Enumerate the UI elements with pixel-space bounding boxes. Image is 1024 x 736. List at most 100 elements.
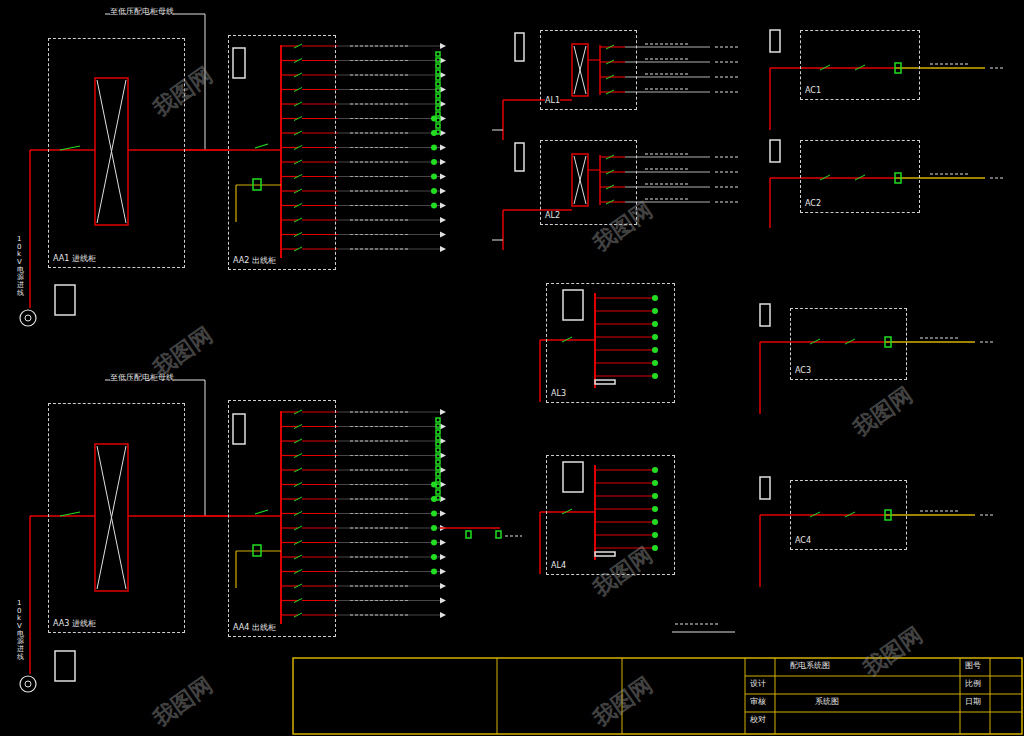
feeder-wire [302,176,338,177]
feeder-wire [281,60,298,61]
relay-symbol [253,545,261,556]
wire [29,516,31,674]
breaker-symbol [294,59,302,63]
text-mark [436,52,440,56]
feeder-wire [302,248,338,249]
drawing-label: 日期 [965,698,981,707]
feeder-wire [302,498,338,499]
drawing-label: 至低压配电柜母线 [110,8,174,17]
busbar [594,293,596,388]
feeder-wire [281,45,298,46]
feeder-wire [281,132,298,133]
feeder-wire [600,171,625,172]
cable-text-mark [715,92,740,93]
relay-symbol [466,531,471,538]
feeder-arrow [440,496,446,502]
breaker-symbol [810,339,820,344]
title-block [745,658,746,734]
title-block [293,658,1022,734]
transformer-symbol [574,46,586,94]
cabinet-box: AA3 进线柜 [48,403,185,633]
breaker-symbol [562,337,572,342]
text-mark [436,64,440,68]
feeder-wire [595,310,655,311]
feeder-wire [895,177,985,179]
breaker-symbol [294,425,302,429]
transformer-symbol [97,80,126,223]
feeder-wire [302,147,338,148]
breaker-symbol [294,160,302,164]
watermark: 我图网 [589,673,657,731]
cable-text-mark [645,44,690,45]
cabinet-label: AC2 [805,200,821,209]
feeder-wire [338,249,440,250]
drawing-label: 比例 [965,680,981,689]
contactor-symbol [895,63,901,73]
feeder-wire [595,375,655,376]
lamp-symbol [652,480,658,486]
meter-symbol [563,462,583,492]
feeder-wire [281,571,298,572]
lamp-symbol [652,360,658,366]
cable-text-mark [715,77,740,78]
busbar [280,411,282,624]
breaker-symbol [294,410,302,414]
title-block [497,658,498,734]
lamp-symbol [652,321,658,327]
feeder-wire [338,586,440,587]
cabinet-box: AL4 [546,455,675,575]
feeder-wire [281,118,298,119]
cabinet-label: AL2 [545,212,560,221]
feeder-wire [302,190,338,191]
text-mark [436,472,440,476]
wire [492,240,503,241]
lamp-symbol [652,545,658,551]
feeder-wire [895,67,985,69]
indicator-dot [431,203,437,209]
feeder-wire [885,341,975,343]
feeder-arrow [440,203,446,209]
text-mark [436,484,440,488]
feeder-wire [595,323,655,324]
meter-symbol [25,681,31,687]
feeder-wire [338,234,440,235]
text-mark [436,424,440,428]
lamp-symbol [652,506,658,512]
lamp-symbol [652,493,658,499]
wire [539,512,541,574]
meter-symbol [515,143,524,171]
wire [770,67,895,69]
breaker-symbol [606,200,614,204]
wire [588,59,600,60]
lamp-symbol [652,373,658,379]
meter-symbol [233,48,245,78]
watermark: 我图网 [849,383,917,441]
drawing-label: 10kV电源进线 [17,236,24,298]
feeder-wire [595,349,655,350]
cabinet-label: AC3 [795,367,811,376]
text-mark [436,478,440,482]
watermark: 我图网 [149,673,217,731]
drawing-label: 至低压配电柜母线 [110,374,174,383]
indicator-dot [431,554,437,560]
cabinet-label: AA1 进线柜 [53,255,96,264]
feeder-wire [302,45,338,46]
feeder-wire [281,614,298,615]
feeder-wire [281,556,298,557]
watermark: 我图网 [859,623,927,681]
cabinet-label: AA4 出线柜 [233,624,276,633]
feeder-arrow [440,598,446,604]
title-block [745,676,1022,677]
breaker-symbol [845,512,855,517]
feeder-wire [281,513,298,514]
feeder-arrow [440,246,446,252]
feeder-wire [595,534,655,535]
feeder-wire [281,585,298,586]
meter-symbol [770,140,780,162]
cabinet-box: AL1 [540,30,637,110]
text-mark [436,454,440,458]
feeder-wire [281,176,298,177]
cable-text-mark [645,184,690,185]
breaker-symbol [294,117,302,121]
breaker-symbol [294,73,302,77]
